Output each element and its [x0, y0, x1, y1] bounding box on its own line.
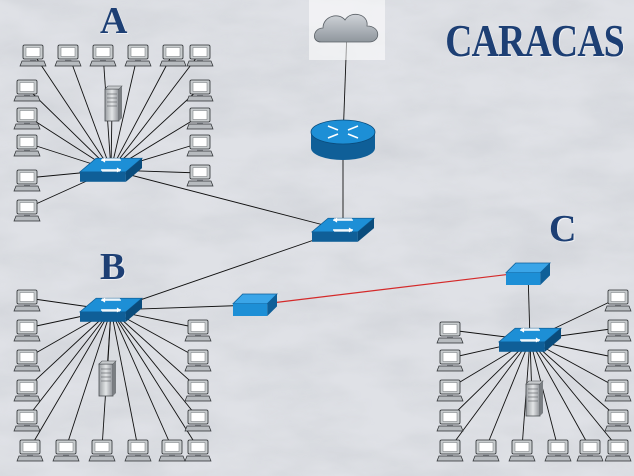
group-a-cable-6 [110, 52, 201, 171]
group-b-cable-15 [110, 309, 199, 419]
wan-device-b [232, 293, 278, 316]
devices-layer [13, 0, 632, 462]
link-a-core [110, 169, 344, 231]
group-c-computer-10 [604, 439, 632, 462]
group-a-computer-1 [19, 44, 47, 67]
group-b-cable-14 [110, 309, 199, 389]
group-b-cable-6 [29, 309, 112, 449]
group-c-cable-10 [529, 339, 619, 449]
wan-link [254, 271, 529, 306]
group-b-computer-5 [13, 409, 41, 432]
group-a-computer-3 [89, 44, 117, 67]
section-label-a: A [100, 0, 128, 42]
group-b-computer-9 [124, 439, 152, 462]
group-c-computer-9 [576, 439, 604, 462]
group-c-cable-5 [449, 339, 531, 449]
server-b [98, 360, 117, 397]
server-c [525, 380, 544, 417]
group-c-cable-9 [529, 339, 591, 449]
group-b-cable-9 [110, 309, 139, 449]
group-a-computer-6 [186, 44, 214, 67]
group-a-computer-12 [13, 107, 41, 130]
group-c-computer-14 [604, 379, 632, 402]
group-a-computer-9 [186, 134, 214, 157]
group-a-computer-10 [186, 164, 214, 187]
group-b-cable-7 [65, 309, 112, 449]
group-a-computer-13 [13, 134, 41, 157]
group-c-cable-4 [449, 339, 531, 419]
group-a-computer-15 [13, 199, 41, 222]
group-a-computer-7 [186, 79, 214, 102]
group-c-computer-11 [604, 289, 632, 312]
group-c-computer-15 [604, 409, 632, 432]
group-b-computer-8 [88, 439, 116, 462]
group-a-cable-11 [26, 87, 112, 171]
group-b-computer-2 [13, 319, 41, 342]
group-a-cable-2 [67, 52, 112, 171]
group-b-computer-13 [184, 349, 212, 372]
group-c-computer-7 [508, 439, 536, 462]
group-c-cable-15 [529, 339, 619, 419]
group-a-cable-1 [32, 52, 112, 171]
switch-b [78, 297, 144, 322]
group-a-computer-5 [159, 44, 187, 67]
group-c-computer-12 [604, 319, 632, 342]
group-a-computer-4 [124, 44, 152, 67]
group-c-computer-13 [604, 349, 632, 372]
wan-device-c [505, 262, 551, 285]
group-a-computer-14 [13, 169, 41, 192]
group-b-computer-7 [52, 439, 80, 462]
links-layer [26, 29, 619, 449]
group-c-computer-1 [436, 321, 464, 344]
group-b-cable-10 [110, 309, 173, 449]
group-b-cable-5 [26, 309, 112, 419]
group-b-cable-11 [110, 309, 199, 449]
group-c-computer-8 [544, 439, 572, 462]
group-b-computer-12 [184, 319, 212, 342]
router-icon [310, 119, 376, 160]
group-b-computer-10 [158, 439, 186, 462]
switch-core [310, 217, 376, 242]
group-a-cable-4 [110, 52, 139, 171]
group-a-cable-5 [110, 52, 174, 171]
group-c-computer-4 [436, 409, 464, 432]
group-b-computer-6 [16, 439, 44, 462]
group-c-computer-2 [436, 349, 464, 372]
group-b-computer-3 [13, 349, 41, 372]
section-label-c: C [549, 208, 577, 250]
group-c-computer-3 [436, 379, 464, 402]
group-b-cable-4 [26, 309, 112, 389]
group-a-computer-11 [13, 79, 41, 102]
cloud-icon [309, 0, 385, 60]
group-b-computer-1 [13, 289, 41, 312]
group-b-computer-14 [184, 379, 212, 402]
switch-a [78, 157, 144, 182]
group-b-computer-4 [13, 379, 41, 402]
switch-c [497, 327, 563, 352]
page-title: CARACAS [445, 15, 625, 66]
section-label-b: B [100, 246, 126, 288]
group-c-cable-6 [485, 339, 531, 449]
group-a-computer-2 [54, 44, 82, 67]
group-a-computer-8 [186, 107, 214, 130]
group-c-cable-8 [529, 339, 559, 449]
group-b-computer-15 [184, 409, 212, 432]
server-a [104, 85, 123, 122]
group-b-computer-11 [184, 439, 212, 462]
group-c-computer-5 [436, 439, 464, 462]
link-b-core [110, 229, 344, 311]
group-c-computer-6 [472, 439, 500, 462]
group-a-cable-7 [110, 87, 201, 171]
